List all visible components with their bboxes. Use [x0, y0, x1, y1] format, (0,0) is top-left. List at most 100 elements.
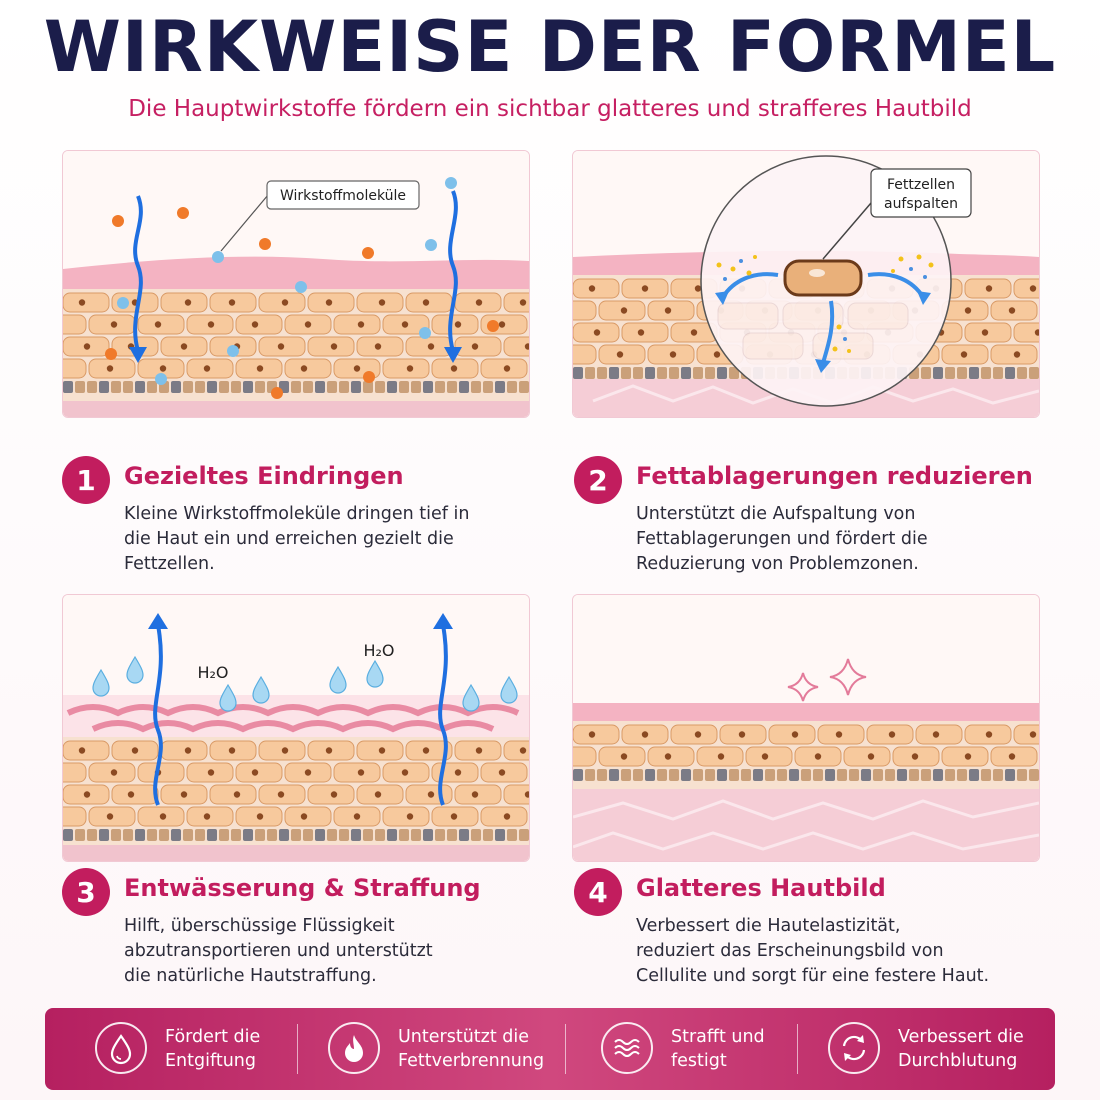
molecules — [105, 177, 499, 399]
basal-cell — [87, 381, 97, 393]
cell-nucleus — [180, 343, 188, 350]
step-description: Verbessert die Hautelastizität,reduziert… — [636, 916, 990, 986]
cell-nucleus — [450, 813, 458, 820]
cell-nucleus — [503, 365, 511, 372]
fat-cell — [111, 784, 159, 805]
basal-cell — [351, 829, 361, 841]
page-subtitle: Die Hauptwirkstoffe fördern ein sichtbar… — [128, 96, 972, 122]
cell-nucleus — [106, 813, 114, 820]
basal-cell — [993, 367, 1003, 379]
cell-nucleus — [911, 753, 919, 760]
basal-cell — [969, 769, 979, 781]
basal-cell — [945, 367, 955, 379]
waves-icon — [601, 1022, 653, 1074]
cell-nucleus — [325, 299, 333, 306]
illustration-penetration: Wirkstoffmoleküle — [62, 150, 530, 418]
cell-nucleus — [519, 747, 527, 754]
basal-cell — [459, 381, 469, 393]
cell-nucleus — [330, 791, 338, 798]
basal-cell — [981, 769, 991, 781]
basal-cell — [705, 769, 715, 781]
fat-cell — [573, 278, 620, 299]
cell-nucleus — [159, 813, 167, 820]
molecule-label: Wirkstoffmoleküle — [280, 188, 406, 204]
step-title: Gezieltes Eindringen — [124, 462, 404, 490]
basal-cell — [849, 769, 859, 781]
cell-nucleus — [475, 747, 483, 754]
cell-nucleus — [233, 791, 241, 798]
basal-cell — [1017, 367, 1027, 379]
basal-cell — [459, 829, 469, 841]
divider — [297, 1024, 298, 1074]
cell-nucleus — [620, 753, 628, 760]
fat-cell — [284, 358, 332, 379]
basal-cell — [957, 769, 967, 781]
basal-cell — [993, 769, 1003, 781]
basal-cell — [585, 769, 595, 781]
basal-cell — [87, 829, 97, 841]
basal-cell — [777, 769, 787, 781]
basal-cell — [573, 769, 583, 781]
basal-cell — [123, 381, 133, 393]
basal-cell — [111, 829, 121, 841]
water-drops — [92, 655, 518, 712]
skin-surface — [63, 256, 529, 293]
cell-nucleus — [401, 321, 409, 328]
basal-cell — [195, 829, 205, 841]
cell-nucleus — [641, 731, 649, 738]
fat-cell — [573, 746, 597, 767]
cell-nucleus — [1034, 329, 1039, 336]
cell-nucleus — [964, 753, 972, 760]
basal-cell — [255, 381, 265, 393]
cell-nucleus — [357, 769, 365, 776]
cell-nucleus — [471, 343, 479, 350]
fat-cell — [1013, 322, 1039, 343]
basal-cell — [933, 367, 943, 379]
basal-cell — [705, 367, 715, 379]
cell-nucleus — [835, 731, 843, 738]
basal-cell — [303, 829, 313, 841]
basal-cell — [447, 381, 457, 393]
basal-cell — [291, 829, 301, 841]
basal-cell — [657, 367, 667, 379]
fat-cell — [235, 762, 283, 783]
basal-cell — [729, 367, 739, 379]
cell-nucleus — [475, 299, 483, 306]
basal-cell — [375, 829, 385, 841]
fat-cell — [783, 259, 863, 297]
cell-nucleus — [207, 321, 215, 328]
fat-cell — [63, 740, 110, 761]
fat-cell — [1013, 724, 1039, 745]
basal-cell — [957, 367, 967, 379]
cell-nucleus — [690, 329, 698, 336]
fat-cell — [160, 292, 208, 313]
basal-cell — [135, 381, 145, 393]
basal-cell — [399, 381, 409, 393]
fat-cell — [63, 358, 87, 379]
fat-cell — [63, 314, 87, 335]
basal-cell — [753, 769, 763, 781]
cell-nucleus — [422, 299, 430, 306]
basal-cell — [621, 769, 631, 781]
fat-cell — [503, 740, 529, 761]
step-title: Glatteres Hautbild — [636, 874, 886, 902]
basal-cell — [717, 367, 727, 379]
cell-nucleus — [1008, 753, 1016, 760]
step-number-badge: 4 — [574, 868, 622, 916]
cell-nucleus — [503, 813, 511, 820]
basal-cell — [219, 381, 229, 393]
cell-nucleus — [588, 731, 596, 738]
cell-nucleus — [378, 747, 386, 754]
cell-nucleus — [694, 285, 702, 292]
cell-nucleus — [277, 791, 285, 798]
flame-icon — [328, 1022, 380, 1074]
cell-nucleus — [471, 791, 479, 798]
basal-cell — [399, 829, 409, 841]
basal-cell — [375, 381, 385, 393]
cell-nucleus — [454, 769, 462, 776]
